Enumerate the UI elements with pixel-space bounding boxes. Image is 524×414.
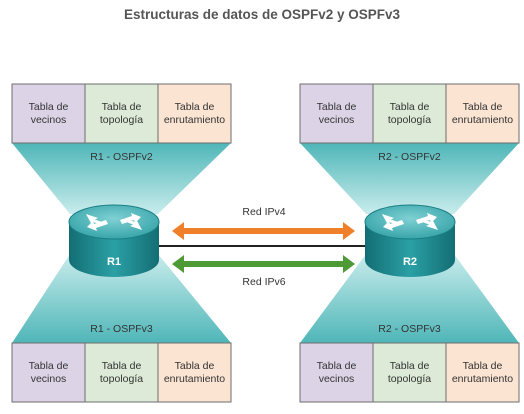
- neighbor-table-cell: [299, 83, 374, 144]
- routing-table-label: enrutamiento: [164, 114, 225, 126]
- neighbor-table-label: vecinos: [31, 114, 67, 126]
- topology-table-label: topología: [388, 114, 431, 126]
- routing-table-cell: [445, 83, 520, 144]
- routing-table-label: enrutamiento: [452, 373, 513, 385]
- routing-table-label: enrutamiento: [452, 114, 513, 126]
- neighbor-table-label: Tabla de: [29, 101, 69, 113]
- ipv6-label: Red IPv6: [242, 276, 285, 288]
- routing-table-label: enrutamiento: [164, 373, 225, 385]
- router-icon-r2: R2: [364, 204, 456, 277]
- diagram-title: Estructuras de datos de OSPFv2 y OSPFv3: [124, 7, 401, 22]
- router-icon-r1: R1: [68, 204, 160, 277]
- routing-table-cell: [157, 342, 232, 403]
- upper-process-label: R2 - OSPFv2: [378, 151, 441, 163]
- router-top: [68, 204, 160, 240]
- neighbor-table-cell: [299, 342, 374, 403]
- routing-table-label: Tabla de: [463, 101, 503, 113]
- router-arrows-icon: [86, 213, 142, 231]
- router-label: R2: [403, 256, 417, 268]
- router-arrows-icon: [382, 213, 438, 231]
- neighbor-table-label: Tabla de: [317, 360, 357, 372]
- topology-table-label: Tabla de: [102, 101, 142, 113]
- topology-table-label: Tabla de: [102, 360, 142, 372]
- routing-table-label: Tabla de: [463, 360, 503, 372]
- neighbor-table-label: vecinos: [31, 373, 67, 385]
- lower-process-label: R2 - OSPFv3: [378, 323, 441, 335]
- ipv4-arrow: [172, 222, 355, 240]
- routing-table-cell: [157, 83, 232, 144]
- topology-table-cell: [84, 83, 159, 144]
- topology-table-label: Tabla de: [390, 101, 430, 113]
- upper-cone: [300, 143, 519, 214]
- ipv6-arrow: [172, 255, 355, 273]
- routing-table-cell: [445, 342, 520, 403]
- lower-cone: [300, 254, 519, 343]
- routing-table-label: Tabla de: [175, 360, 215, 372]
- lower-process-label: R1 - OSPFv3: [90, 323, 153, 335]
- neighbor-table-label: Tabla de: [29, 360, 69, 372]
- neighbor-table-label: vecinos: [319, 114, 355, 126]
- topology-table-cell: [372, 83, 447, 144]
- upper-cone: [12, 143, 231, 214]
- ipv4-label: Red IPv4: [242, 206, 285, 218]
- neighbor-table-label: Tabla de: [317, 101, 357, 113]
- router-top: [364, 204, 456, 240]
- neighbor-table-label: vecinos: [319, 373, 355, 385]
- upper-process-label: R1 - OSPFv2: [90, 151, 153, 163]
- topology-table-label: topología: [100, 114, 143, 126]
- lower-cone: [12, 254, 231, 343]
- router-label: R1: [107, 256, 121, 268]
- neighbor-table-cell: [11, 342, 86, 403]
- topology-table-label: topología: [100, 373, 143, 385]
- topology-table-label: Tabla de: [390, 360, 430, 372]
- routing-table-label: Tabla de: [175, 101, 215, 113]
- topology-table-label: topología: [388, 373, 431, 385]
